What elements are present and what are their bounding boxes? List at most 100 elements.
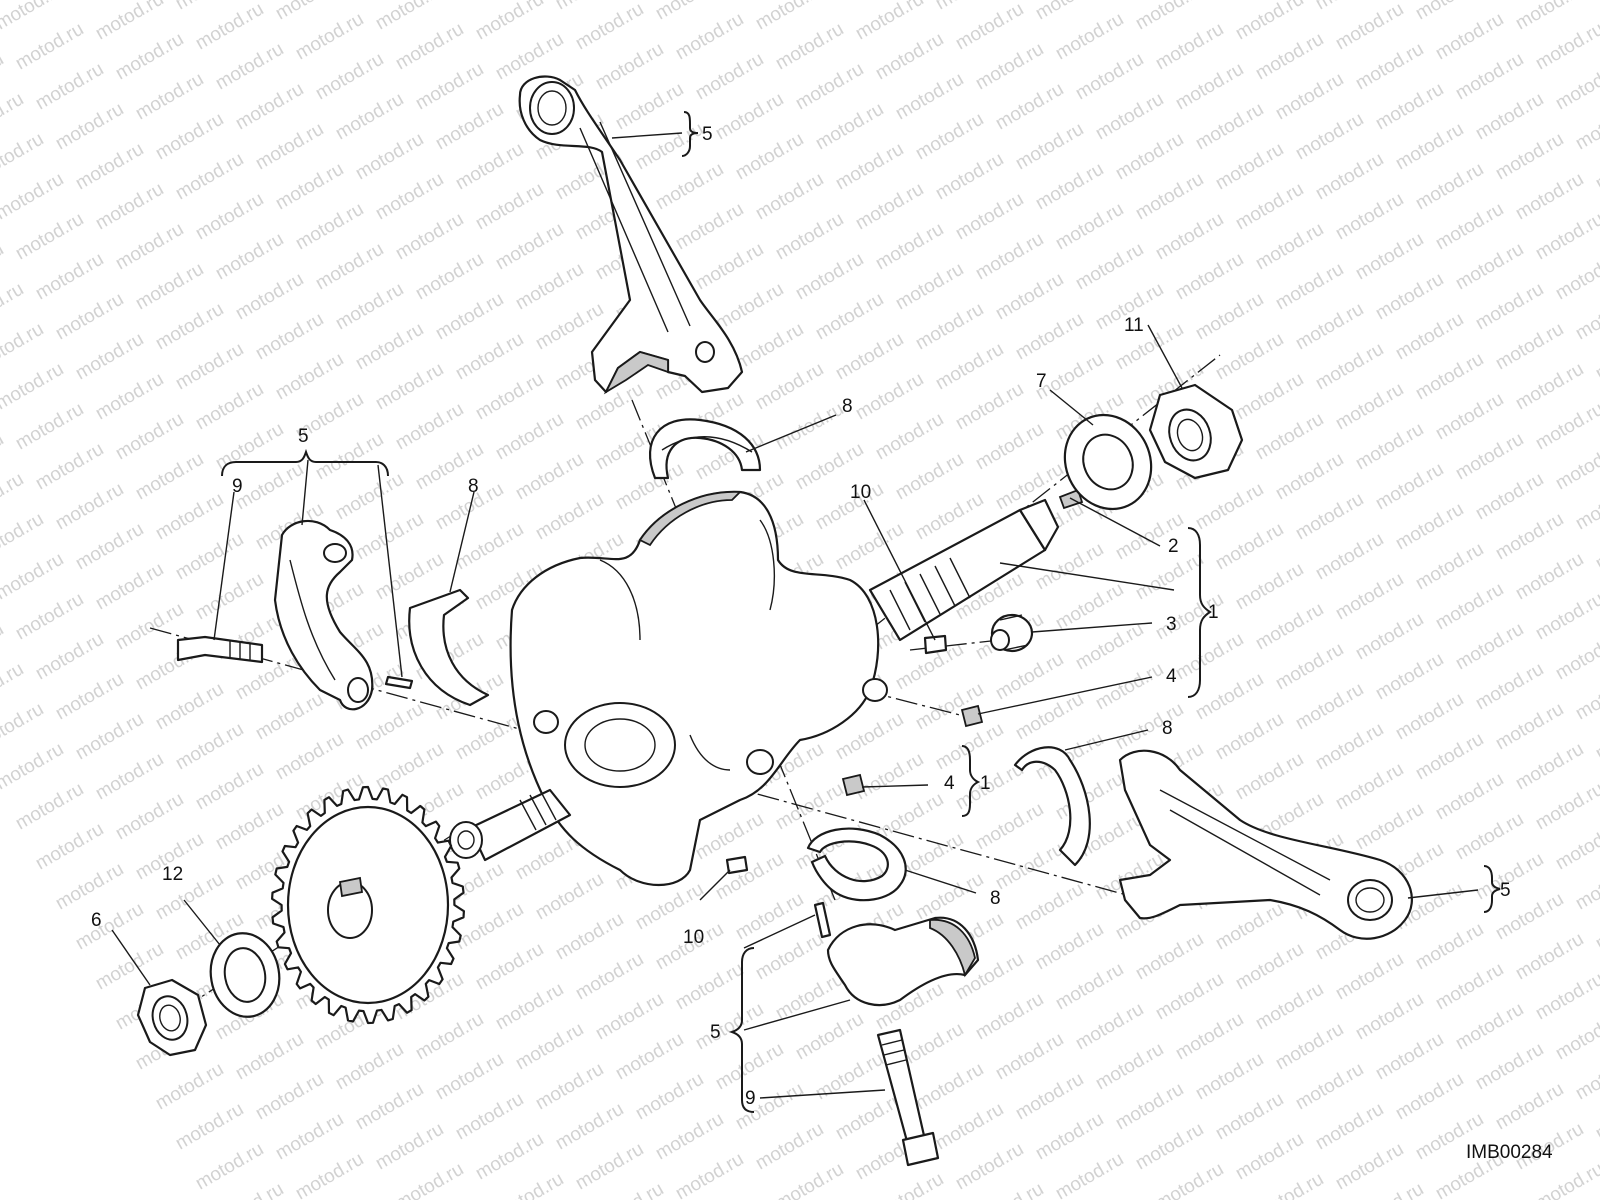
grub-screw-4-upper: [960, 704, 984, 728]
watermark-text: motod.ru: [1512, 359, 1587, 415]
watermark-text: motod.ru: [1312, 719, 1387, 775]
watermark-text: motod.ru: [1272, 259, 1347, 315]
watermark-text: motod.ru: [112, 599, 187, 655]
watermark-text: motod.ru: [212, 229, 287, 285]
watermark-text: motod.ru: [1552, 59, 1600, 115]
watermark-text: motod.ru: [712, 89, 787, 145]
watermark-text: motod.ru: [452, 899, 527, 955]
watermark-text: motod.ru: [1212, 1089, 1287, 1145]
watermark-text: motod.ru: [852, 0, 927, 44]
watermark-text: motod.ru: [72, 519, 147, 575]
watermark-text: motod.ru: [112, 409, 187, 465]
watermark-text: motod.ru: [932, 149, 1007, 205]
watermark-text: motod.ru: [1012, 309, 1087, 365]
watermark-text: motod.ru: [492, 409, 567, 465]
callout-11: 11: [1124, 315, 1144, 336]
watermark-text: motod.ru: [1232, 749, 1307, 805]
watermark-text: motod.ru: [212, 419, 287, 475]
watermark-text: motod.ru: [1332, 0, 1407, 54]
watermark-text: motod.ru: [1552, 819, 1600, 875]
watermark-text: motod.ru: [192, 759, 267, 815]
leader-lines: [111, 132, 1479, 1099]
watermark-text: motod.ru: [0, 169, 67, 225]
image-code: IMB00284: [1466, 1142, 1553, 1163]
watermark-text: motod.ru: [1252, 979, 1327, 1035]
watermark-text: motod.ru: [652, 1109, 727, 1165]
washer-7: [1063, 413, 1153, 511]
watermark-text: motod.ru: [1032, 1109, 1107, 1165]
rod-cap-bottom: [826, 916, 980, 1007]
watermark-text: motod.ru: [1112, 1079, 1187, 1135]
watermark-text: motod.ru: [1212, 139, 1287, 195]
watermark-text: motod.ru: [972, 989, 1047, 1045]
callout-8-top: 8: [842, 396, 853, 417]
watermark-text: motod.ru: [1432, 9, 1507, 65]
callout-5-top: 5: [702, 124, 713, 145]
watermark-text: motod.ru: [632, 879, 707, 935]
watermark-text: motod.ru: [712, 279, 787, 335]
watermark-text: motod.ru: [1452, 999, 1527, 1055]
callout-10-top: 10: [850, 482, 871, 503]
watermark-text: motod.ru: [1492, 1079, 1567, 1135]
watermark-text: motod.ru: [52, 669, 127, 725]
watermark-text: motod.ru: [252, 309, 327, 365]
watermark-text: motod.ru: [1392, 1069, 1467, 1125]
watermark-text: motod.ru: [192, 0, 267, 54]
watermark-text: motod.ru: [832, 519, 907, 575]
callout-5-left: 5: [298, 426, 309, 447]
watermark-text: motod.ru: [1052, 959, 1127, 1015]
callout-12: 12: [162, 864, 183, 885]
watermark-text: motod.ru: [1272, 449, 1347, 505]
watermark-text: motod.ru: [1292, 489, 1367, 545]
watermark-text: motod.ru: [1192, 669, 1267, 725]
watermark-text: motod.ru: [1572, 289, 1600, 345]
callout-7: 7: [1036, 371, 1047, 392]
watermark-text: motod.ru: [272, 159, 347, 215]
watermark-text: motod.ru: [192, 379, 267, 435]
watermark-text: motod.ru: [332, 89, 407, 145]
watermark-text: motod.ru: [32, 249, 107, 305]
watermark-text: motod.ru: [772, 969, 847, 1025]
callout-8-right: 8: [1162, 718, 1173, 739]
woodruff-key-bottom: [725, 855, 749, 875]
watermark-text: motod.ru: [232, 269, 307, 325]
watermark-text: motod.ru: [492, 29, 567, 85]
watermark-text: motod.ru: [1092, 89, 1167, 145]
watermark-text: motod.ru: [1292, 1059, 1367, 1115]
watermark-text: motod.ru: [772, 19, 847, 75]
watermark-text: motod.ru: [1532, 589, 1600, 645]
watermark-text: motod.ru: [772, 779, 847, 835]
watermark-text: motod.ru: [952, 379, 1027, 435]
watermark-text: motod.ru: [1212, 709, 1287, 765]
watermark-text: motod.ru: [392, 1159, 467, 1200]
watermark-text: motod.ru: [112, 29, 187, 85]
watermark-text: motod.ru: [452, 1089, 527, 1145]
watermark-text: motod.ru: [1232, 179, 1307, 235]
watermark-text: motod.ru: [392, 19, 467, 75]
watermark-text: motod.ru: [1012, 1069, 1087, 1125]
watermark-text: motod.ru: [1392, 499, 1467, 555]
watermark-text: motod.ru: [372, 1119, 447, 1175]
watermark-text: motod.ru: [1192, 99, 1267, 155]
callout-9-bottom: 9: [745, 1088, 756, 1109]
watermark-text: motod.ru: [152, 1059, 227, 1115]
watermark-text: motod.ru: [1292, 109, 1367, 165]
watermark-text: motod.ru: [972, 419, 1047, 475]
watermark-text: motod.ru: [52, 99, 127, 155]
watermark-text: motod.ru: [1352, 229, 1427, 285]
watermark-text: motod.ru: [1252, 409, 1327, 465]
watermark-text: motod.ru: [172, 1099, 247, 1155]
dowel-pin-left: [384, 675, 414, 690]
watermark-text: motod.ru: [1012, 689, 1087, 745]
watermark-text: motod.ru: [1172, 629, 1247, 685]
watermark-text: motod.ru: [1112, 699, 1187, 755]
watermark-text: motod.ru: [52, 289, 127, 345]
watermark-text: motod.ru: [1452, 809, 1527, 865]
watermark-text: motod.ru: [992, 269, 1067, 325]
watermark-text: motod.ru: [1232, 369, 1307, 425]
watermark-text: motod.ru: [1492, 319, 1567, 375]
watermark-text: motod.ru: [352, 1079, 427, 1135]
watermark-text: motod.ru: [412, 59, 487, 115]
watermark-text: motod.ru: [1312, 529, 1387, 585]
watermark-text: motod.ru: [1232, 939, 1307, 995]
